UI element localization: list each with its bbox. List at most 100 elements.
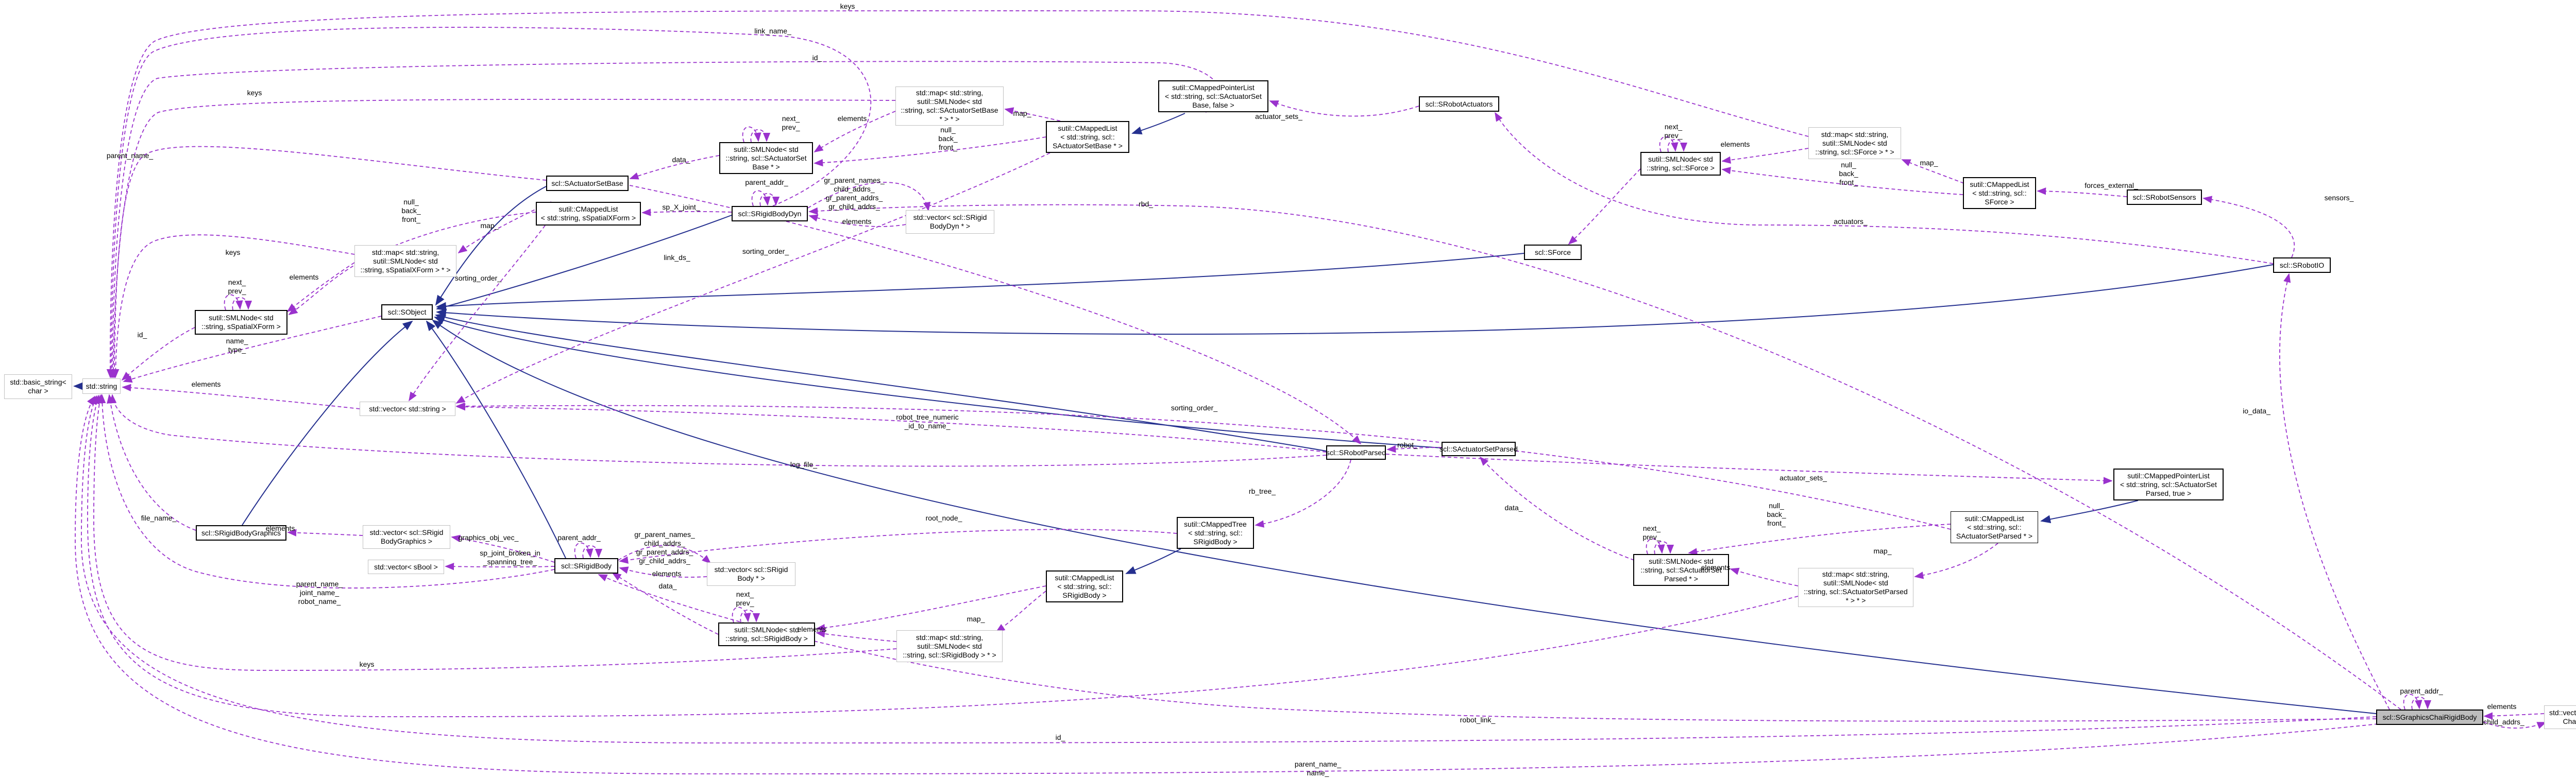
usage-edge (2483, 712, 2545, 720)
usage-edge (808, 204, 2401, 710)
usage-edge (455, 402, 1951, 530)
usage-edge (814, 136, 1046, 167)
usage-edge (619, 566, 707, 578)
node-map-sactuatorsetbase[interactable]: std::map< std::string, sutil::SMLNode< s… (895, 86, 1004, 126)
usage-edge (2411, 696, 2432, 710)
usage-edge (1386, 445, 1442, 453)
usage-edge (109, 99, 896, 378)
usage-edge (2279, 273, 2390, 710)
inheritance-edge (434, 316, 1442, 448)
node-cmappedpointerlist-sactuatorsetparsed[interactable]: sutil::CMappedPointerList < std::string,… (2113, 469, 2224, 500)
usage-edge (2403, 694, 2422, 710)
usage-edge (445, 563, 555, 570)
inheritance-edge (435, 186, 547, 306)
usage-edge (612, 573, 719, 635)
inheritance-edge (436, 215, 732, 311)
usage-edge (807, 182, 931, 212)
usage-edge (232, 297, 252, 310)
node-map-sforce[interactable]: std::map< std::string, sutil::SMLNode< s… (1808, 127, 1901, 159)
usage-edge (750, 129, 771, 143)
usage-edge (1479, 456, 1635, 561)
usage-edge (122, 384, 360, 409)
node-scl-sobject[interactable]: scl::SObject (381, 304, 433, 320)
usage-edge (81, 395, 2377, 743)
node-vector-srigidbodydyn[interactable]: std::vector< scl::SRigid BodyDyn * > (906, 210, 994, 234)
usage-edge (106, 10, 1809, 378)
usage-edge (123, 316, 382, 383)
node-scl-srobotparsed[interactable]: scl::SRobotParsed (1326, 445, 1386, 460)
node-scl-sgraphicschairigidbody[interactable]: scl::SGraphicsChaiRigidBody (2376, 709, 2483, 725)
node-cmappedlist-sforce[interactable]: sutil::CMappedList < std::string, scl:: … (1963, 177, 2036, 209)
usage-edge (107, 27, 872, 378)
node-scl-srobotactuators[interactable]: scl::SRobotActuators (1419, 96, 1499, 112)
node-vector-string[interactable]: std::vector< std::string > (360, 402, 455, 416)
inheritance-edge (1131, 113, 1185, 135)
usage-edge (995, 591, 1046, 633)
node-scl-sforce[interactable]: scl::SForce (1524, 245, 1582, 260)
node-cmappedlist-sactuatorsetparsed[interactable]: sutil::CMappedList < std::string, scl:: … (1951, 511, 2038, 543)
node-smlnode-sspatialxform[interactable]: sutil::SMLNode< std ::string, sSpatialXF… (195, 310, 287, 335)
node-cmappedlist-srigidbody[interactable]: sutil::CMappedList < std::string, scl:: … (1046, 570, 1123, 602)
node-smlnode-sforce[interactable]: sutil::SMLNode< std ::string, scl::SForc… (1640, 152, 1721, 176)
node-scl-srobotsensors[interactable]: scl::SRobotSensors (2127, 189, 2202, 205)
usage-edge (619, 529, 1177, 564)
node-scl-srigidbody[interactable]: scl::SRigidBody (554, 558, 618, 574)
usage-edge (816, 585, 1046, 632)
usage-edge (75, 395, 2379, 774)
node-map-srigidbody[interactable]: std::map< std::string, sutil::SMLNode< s… (896, 630, 1003, 662)
node-scl-srigidbodydyn[interactable]: scl::SRigidBodyDyn (732, 206, 808, 221)
usage-edge (574, 542, 594, 559)
usage-edge (109, 394, 1327, 467)
node-std-string[interactable]: std::string (82, 378, 121, 394)
usage-edge (1385, 454, 2113, 484)
usage-edge (455, 152, 1050, 404)
node-cmappedtree-srigidbody[interactable]: sutil::CMappedTree < std::string, scl:: … (1177, 517, 1254, 549)
usage-edge (93, 394, 897, 671)
usage-edge (110, 146, 547, 378)
inheritance-edge (432, 319, 2377, 714)
usage-edge (1659, 136, 1679, 152)
usage-edge (641, 209, 732, 216)
usage-edge (629, 155, 720, 180)
usage-edge (1646, 538, 1665, 555)
usage-edge (1901, 159, 1964, 184)
usage-edge (814, 111, 896, 152)
usage-edge (629, 185, 1362, 445)
usage-edge (456, 403, 1327, 453)
usage-edge (1667, 139, 1688, 152)
node-smlnode-srigidbody[interactable]: sutil::SMLNode< std ::string, scl::SRigi… (718, 622, 815, 646)
node-cmappedpointerlist-sactuatorsetbase[interactable]: sutil::CMappedPointerList < std::string,… (1158, 80, 1268, 112)
node-map-sspatialxform[interactable]: std::map< std::string, sutil::SMLNode< s… (354, 245, 456, 277)
node-cmappedlist-sactuatorsetbase[interactable]: sutil::CMappedList < std::string, scl:: … (1046, 121, 1129, 153)
node-scl-srigidbodygraphics[interactable]: scl::SRigidBodyGraphics (196, 525, 286, 541)
usage-edge (1255, 459, 1351, 528)
node-vector-sbool[interactable]: std::vector< sBool > (368, 560, 444, 574)
node-vector-srigidbody[interactable]: std::vector< scl::SRigid Body * > (707, 562, 795, 586)
usage-edge (2483, 721, 2547, 729)
node-smlnode-sactuatorsetparsed[interactable]: sutil::SMLNode< std ::string, scl::SActu… (1633, 554, 1729, 586)
usage-edge (759, 193, 780, 206)
usage-edge (742, 126, 761, 143)
usage-edge (286, 262, 355, 313)
node-std-basic-string[interactable]: std::basic_string< char > (4, 374, 72, 399)
usage-edge (107, 394, 196, 531)
usage-edge (1914, 543, 1998, 579)
node-vector-sgraphicschairigidbody[interactable]: std::vector< scl::SGraphics ChaiRigidBod… (2544, 705, 2576, 729)
node-smlnode-sactuatorsetbase[interactable]: sutil::SMLNode< std ::string, scl::SActu… (719, 142, 813, 174)
usage-edge (751, 190, 771, 206)
inheritance-edge (436, 264, 2274, 335)
usage-edge (1269, 100, 1419, 117)
usage-edge (1568, 168, 1641, 245)
node-vector-srigidbodygraphics[interactable]: std::vector< scl::SRigid BodyGraphics > (363, 525, 450, 549)
inheritance-edge (2040, 500, 2139, 524)
usage-edge (98, 394, 555, 588)
node-scl-srobotio[interactable]: scl::SRobotIO (2273, 257, 2331, 273)
usage-edge (582, 545, 603, 559)
node-cmappedlist-sspatialxform[interactable]: sutil::CMappedList < std::string, sSpati… (536, 202, 641, 226)
inheritance-edge (436, 253, 1524, 310)
node-scl-sactuatorsetparsed[interactable]: scl::SActuatorSetParsed (1439, 442, 1518, 456)
usage-edge (1721, 148, 1809, 164)
usage-edge (87, 394, 1799, 717)
node-map-sactuatorsetparsed[interactable]: std::map< std::string, sutil::SMLNode< s… (1798, 568, 1913, 607)
node-scl-sactuatorsetbase[interactable]: scl::SActuatorSetBase (546, 176, 629, 191)
